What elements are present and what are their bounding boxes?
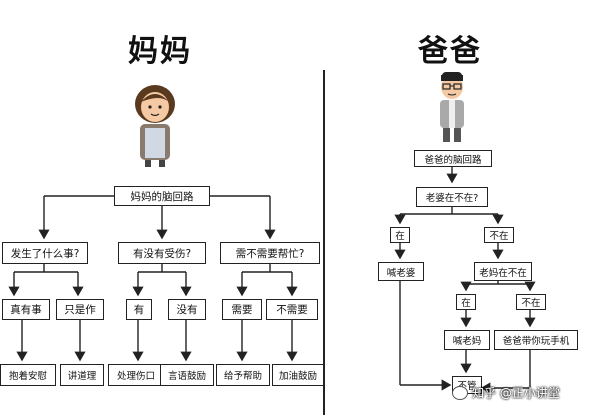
- mom-question-injured: 有没有受伤?: [118, 242, 206, 264]
- mom-result-give-help: 给予帮助: [216, 364, 270, 386]
- column-divider: [323, 70, 325, 415]
- mom-answer-real-trouble: 真有事: [2, 299, 50, 320]
- mom-result-verbal-encourage: 言语鼓励: [160, 364, 214, 386]
- mom-question-what-happened: 发生了什么事?: [2, 242, 88, 264]
- dad-branch-mom-yes: 在: [456, 294, 476, 310]
- dad-branch-wife-yes: 在: [390, 227, 410, 243]
- mom-answer-just-fussing: 只是作: [56, 299, 104, 320]
- mom-result-treat-wound: 处理伤口: [108, 364, 164, 386]
- dad-call-wife: 喊老婆: [378, 262, 424, 281]
- watermark: 知乎 @正小讲堂: [452, 384, 560, 401]
- mom-root-node: 妈妈的脑回路: [114, 186, 210, 206]
- dad-title: 爸爸: [418, 34, 482, 69]
- zhihu-logo-icon: [452, 385, 468, 400]
- dad-question-wife-present: 老婆在不在?: [416, 187, 488, 207]
- mom-title: 妈妈: [128, 34, 192, 69]
- dad-play-phone: 爸爸带你玩手机: [494, 330, 578, 350]
- dad-question-mom-present: 老妈在不在: [474, 262, 532, 281]
- dad-branch-mom-no: 不在: [516, 294, 546, 310]
- dad-figure-icon: [440, 72, 464, 142]
- watermark-text: 知乎 @正小讲堂: [472, 386, 560, 400]
- mom-result-reason: 讲道理: [60, 364, 104, 386]
- mom-figure-icon: [135, 85, 175, 167]
- mom-result-comfort: 抱着安慰: [0, 364, 56, 386]
- dad-branch-wife-no: 不在: [484, 227, 514, 243]
- mom-result-cheer: 加油鼓励: [272, 364, 324, 386]
- dad-call-grandma: 喊老妈: [444, 330, 490, 350]
- mom-answer-need: 需要: [222, 299, 262, 320]
- dad-root-node: 爸爸的脑回路: [414, 150, 492, 167]
- mom-answer-no-need: 不需要: [266, 299, 318, 320]
- mom-answer-yes: 有: [126, 299, 152, 320]
- mom-answer-no: 没有: [168, 299, 206, 320]
- mom-question-need-help: 需不需要帮忙?: [220, 242, 320, 264]
